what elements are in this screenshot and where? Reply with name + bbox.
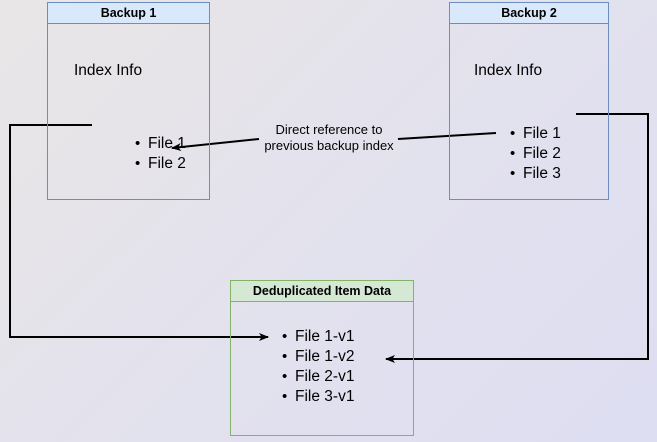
node-backup-2[interactable]: Backup 2 Index Info File 1 File 2 File 3	[449, 2, 609, 200]
backup-1-index-info-label: Index Info	[74, 62, 143, 79]
list-item: File 1	[510, 124, 561, 144]
node-dedup-header: Deduplicated Item Data	[230, 280, 414, 302]
list-item: File 3	[510, 164, 561, 184]
list-item: File 2	[510, 144, 561, 164]
node-deduplicated-item-data[interactable]: Deduplicated Item Data File 1-v1 File 1-…	[230, 280, 414, 436]
backup-2-index-info-label: Index Info	[474, 62, 543, 79]
list-item: File 1-v1	[282, 327, 355, 347]
node-backup-2-header: Backup 2	[449, 2, 609, 24]
node-backup-2-body: Index Info File 1 File 2 File 3	[449, 24, 609, 200]
node-backup-1[interactable]: Backup 1 Index Info File 1 File 2	[47, 2, 210, 200]
list-item: File 1-v2	[282, 347, 355, 367]
backup-2-file-list: File 1 File 2 File 3	[507, 124, 561, 184]
backup-1-file-list: File 1 File 2	[132, 134, 186, 174]
list-item: File 2	[135, 154, 186, 174]
dedup-file-list: File 1-v1 File 1-v2 File 2-v1 File 3-v1	[279, 327, 355, 407]
list-item: File 3-v1	[282, 387, 355, 407]
node-dedup-body: File 1-v1 File 1-v2 File 2-v1 File 3-v1	[230, 302, 414, 436]
list-item: File 1	[135, 134, 186, 154]
node-backup-1-body: Index Info File 1 File 2	[47, 24, 210, 200]
node-backup-1-header: Backup 1	[47, 2, 210, 24]
list-item: File 2-v1	[282, 367, 355, 387]
edge-label-direct-reference: Direct reference to previous backup inde…	[264, 122, 394, 153]
